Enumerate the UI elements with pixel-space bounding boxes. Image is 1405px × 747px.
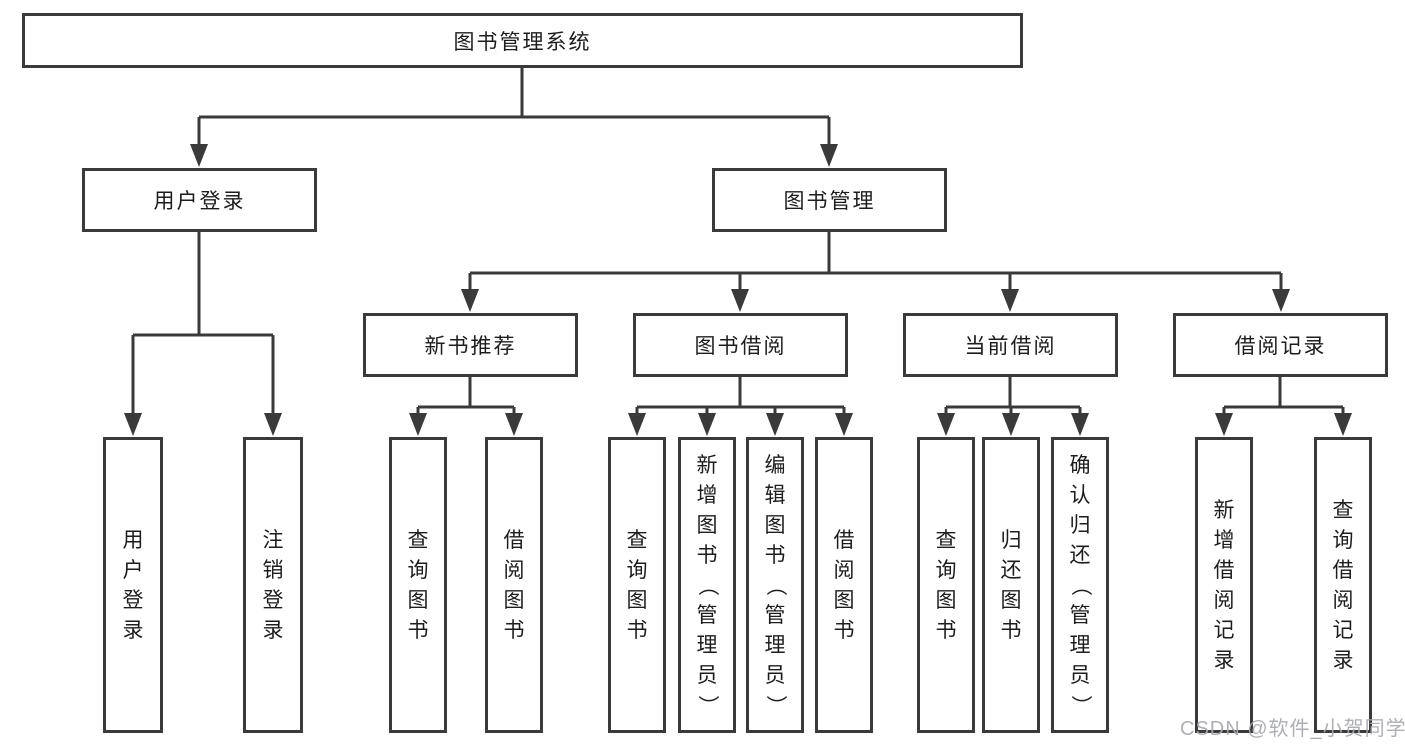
node-current-borrow-label: 当前借阅 bbox=[964, 335, 1057, 358]
node-new-book-recommend: 新书推荐 bbox=[363, 313, 578, 377]
leaf-rec-query-books-label: 查询图书 bbox=[407, 528, 429, 642]
node-library-system-label: 图书管理系统 bbox=[453, 30, 592, 54]
leaf-logout: 注销登录 bbox=[243, 437, 303, 733]
leaf-query-borrow-record-label: 查询借阅记录 bbox=[1332, 498, 1354, 672]
node-user-login-label: 用户登录 bbox=[153, 190, 246, 213]
leaf-add-borrow-record: 新增借阅记录 bbox=[1195, 437, 1253, 733]
connector-root-to-level2 bbox=[190, 68, 838, 167]
node-library-system: 图书管理系统 bbox=[22, 13, 1023, 68]
leaf-rec-borrow-books-label: 借阅图书 bbox=[503, 528, 525, 642]
leaf-rec-borrow-books: 借阅图书 bbox=[485, 437, 543, 733]
connector-user-login-subtree bbox=[124, 232, 282, 436]
leaf-rec-query-books: 查询图书 bbox=[389, 437, 447, 733]
leaf-return-books-label: 归还图书 bbox=[1000, 528, 1022, 642]
node-book-borrow-label: 图书借阅 bbox=[694, 335, 787, 358]
csdn-watermark: CSDN @软件_小贺同学 bbox=[1180, 718, 1405, 740]
leaf-user-login: 用户登录 bbox=[103, 437, 163, 733]
leaf-edit-books-admin: 编辑图书（管理员） bbox=[746, 437, 804, 733]
leaf-confirm-return-admin: 确认归还（管理员） bbox=[1051, 437, 1109, 733]
connector-current-borrow-subtree bbox=[937, 377, 1089, 436]
connector-borrow-records-subtree bbox=[1215, 377, 1352, 436]
leaf-current-query-books: 查询图书 bbox=[917, 437, 975, 733]
leaf-add-books-admin: 新增图书（管理员） bbox=[678, 437, 736, 733]
leaf-borrow-query-books-label: 查询图书 bbox=[626, 528, 648, 642]
connector-book-borrow-subtree bbox=[628, 377, 853, 436]
node-user-login: 用户登录 bbox=[82, 168, 317, 232]
node-book-management: 图书管理 bbox=[712, 168, 947, 232]
leaf-borrow-books-label: 借阅图书 bbox=[833, 528, 855, 642]
leaf-borrow-books: 借阅图书 bbox=[815, 437, 873, 733]
node-book-borrow: 图书借阅 bbox=[633, 313, 848, 377]
leaf-confirm-return-admin-label: 确认归还（管理员） bbox=[1068, 453, 1092, 716]
leaf-logout-label: 注销登录 bbox=[262, 528, 284, 642]
node-new-book-recommend-label: 新书推荐 bbox=[424, 335, 517, 358]
leaf-edit-books-admin-label: 编辑图书（管理员） bbox=[763, 453, 787, 716]
leaf-query-borrow-record: 查询借阅记录 bbox=[1314, 437, 1372, 733]
leaf-user-login-label: 用户登录 bbox=[122, 528, 144, 642]
node-borrow-records-label: 借阅记录 bbox=[1234, 335, 1327, 358]
leaf-add-borrow-record-label: 新增借阅记录 bbox=[1213, 498, 1235, 672]
leaf-return-books: 归还图书 bbox=[982, 437, 1040, 733]
node-book-management-label: 图书管理 bbox=[783, 190, 876, 213]
leaf-borrow-query-books: 查询图书 bbox=[608, 437, 666, 733]
leaf-current-query-books-label: 查询图书 bbox=[935, 528, 957, 642]
node-current-borrow: 当前借阅 bbox=[903, 313, 1118, 377]
connector-new-book-rec-subtree bbox=[409, 377, 523, 436]
leaf-add-books-admin-label: 新增图书（管理员） bbox=[695, 453, 719, 716]
node-borrow-records: 借阅记录 bbox=[1173, 313, 1388, 377]
connector-book-mgmt-to-level3 bbox=[461, 232, 1290, 312]
